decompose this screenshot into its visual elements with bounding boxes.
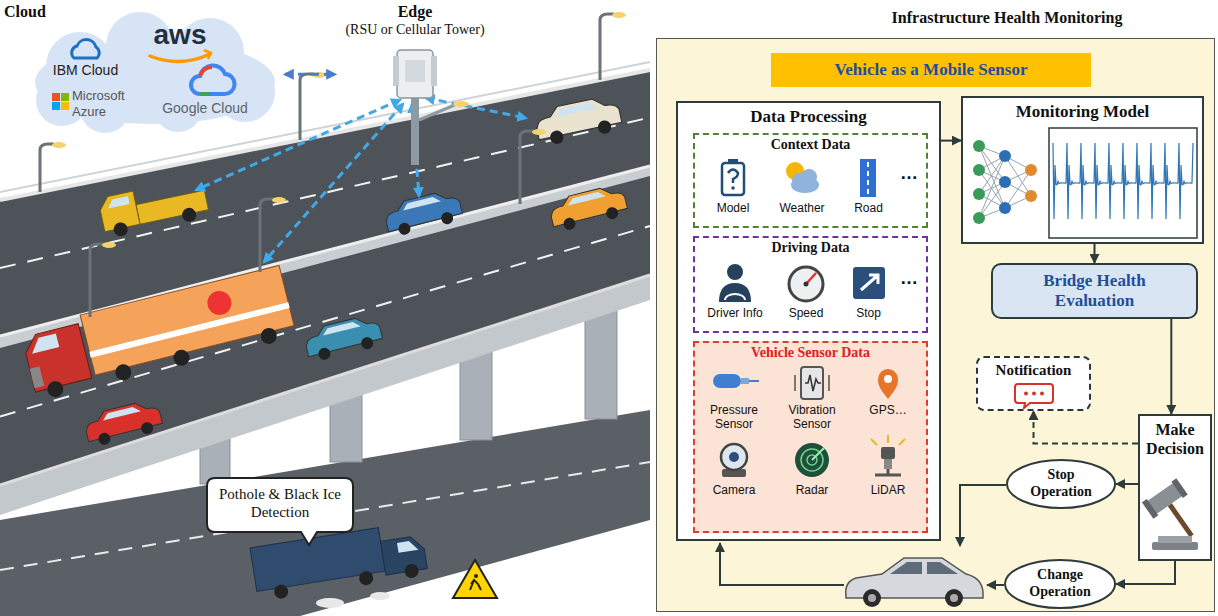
bridge-deck [0,62,650,515]
icon-caption: Stop [841,306,896,320]
vehicles [20,94,629,602]
notification-box: Notification [976,356,1091,411]
box-title: Monitoring Model [963,102,1202,122]
flow-arrow [1116,483,1138,485]
provider-logo: Google Cloud [148,100,262,117]
icon-caption: Speed [775,306,837,320]
ellipsis: … [895,268,923,290]
icon-caption: Model [703,201,763,215]
icon-caption: Road [841,201,896,215]
action-oval: Change Operation [1004,559,1116,609]
group-sublabel: (RSU or Cellular Tower) [335,22,495,39]
model-box: Monitoring Model [961,96,1204,244]
ellipsis: … [895,163,923,185]
banner-title: Vehicle as a Mobile Sensor [771,60,1091,80]
group-title: Context Data [695,137,926,154]
data-group: Context DataModel Weather Road … [693,133,928,228]
provider-logo: Microsoft Azure [72,88,140,119]
icon-caption: Pressure Sensor [697,403,771,432]
flow-arrow [1094,244,1096,263]
box-title: Notification [978,361,1089,379]
edge-tower: Edge(RSU or Cellular Tower) [335,0,495,165]
icon-caption: LiDAR [853,483,923,497]
box-title: Data Processing [678,107,939,127]
group-title: Driving Data [695,240,926,257]
provider-logo: aws [140,18,220,52]
flow-arrow [285,73,335,76]
panel-ground [656,38,1215,612]
panel-title: Infrastructure Health Monitoring [807,8,1207,27]
monitoring-panel: Infrastructure Health MonitoringVehicle … [656,38,1215,612]
flow-arrow [941,140,961,142]
decision-box: Make Decision [1138,414,1212,561]
icon-caption: GPS… [853,403,923,417]
box-title: Bridge Health Evaluation [1018,271,1171,312]
sensor-icons [695,343,926,531]
evaluation-box: Bridge Health Evaluation [991,263,1198,319]
icon-caption: Vibration Sensor [775,403,849,432]
oval-label: Stop Operation [1016,467,1106,501]
icon-caption: Camera [697,483,771,497]
speech-bubble: Pothole & Black Ice Detection [205,476,355,546]
icon-caption: Driver Info [697,306,773,320]
vehicle-icon [846,558,983,607]
banner: Vehicle as a Mobile Sensor [771,53,1091,87]
provider-logo: IBM Cloud [38,62,133,79]
data-group: Vehicle Sensor DataPressure SensorVibrat… [693,341,928,533]
icon-caption: Radar [775,483,849,497]
lamp-heads [52,12,626,248]
group-label: Cloud [4,2,84,21]
group-label: Edge [335,2,495,21]
action-oval: Stop Operation [1006,459,1116,509]
oval-label: Change Operation [1012,567,1108,601]
callout-text: Pothole & Black Ice Detection [211,485,349,521]
flow-arrow [1170,319,1172,414]
v2x-links [196,98,526,262]
icon-caption: Weather [767,201,837,215]
flow-arrow [1116,561,1175,584]
group-title: Vehicle Sensor Data [695,345,926,362]
process-box: Data ProcessingContext DataModelWeatherR… [676,101,941,541]
data-group: Driving DataDriver InfoSpeed Stop … [693,236,928,333]
cloud-group: Cloud awsIBM CloudMicrosoft Azure Google C… [0,0,285,135]
box-title: Make Decision [1140,420,1210,458]
flow-arrow [1034,411,1139,443]
